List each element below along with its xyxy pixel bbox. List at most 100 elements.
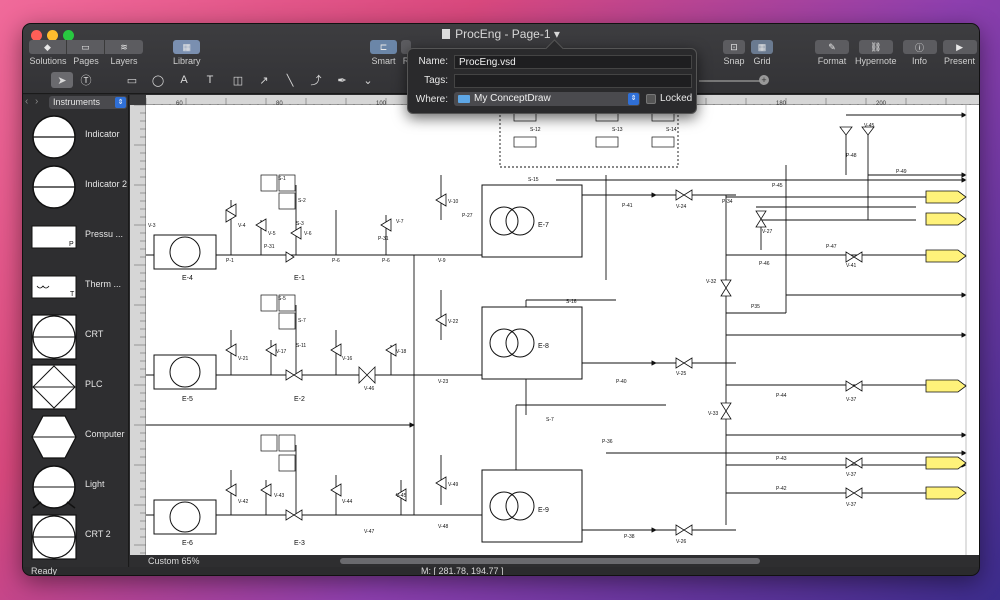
present-icon: ▶ — [942, 40, 977, 54]
library-item-indicator[interactable]: Indicator — [23, 112, 128, 162]
horizontal-scrollbar[interactable]: Custom 65% — [130, 555, 979, 567]
callout-tool-icon[interactable]: ◫ — [232, 74, 244, 87]
valve-label: V-27 — [762, 229, 773, 235]
pipe-label: P-1 — [226, 258, 234, 264]
library-item-computer[interactable]: Computer — [23, 412, 128, 462]
pipe-label: P-31 — [264, 244, 275, 250]
zoom-window-button[interactable] — [63, 30, 74, 41]
library-item-crt-2[interactable]: CRT 2 — [23, 512, 128, 562]
library-item-pressure[interactable]: P Pressu ... — [23, 212, 128, 262]
valve-label: V-41 — [846, 263, 857, 269]
pen-tool-icon[interactable]: ✒ — [337, 74, 347, 87]
indicator-2-shape-icon — [32, 165, 76, 209]
valve-label: V-6 — [304, 231, 312, 237]
library-item-thermometer[interactable]: T Therm ... — [23, 262, 128, 312]
minimize-window-button[interactable] — [47, 30, 58, 41]
library-item-indicator-2[interactable]: Indicator 2 — [23, 162, 128, 212]
valve-label: V-9 — [438, 258, 446, 264]
forward-arrow-icon[interactable]: › — [35, 96, 39, 107]
valve-label: V-37 — [846, 502, 857, 508]
valve-label: V-16 — [342, 356, 353, 362]
present-button[interactable]: ▶Present — [942, 40, 977, 66]
text-select-tool-icon[interactable]: Ⓣ — [80, 75, 92, 87]
back-arrow-icon[interactable]: ‹ — [25, 96, 29, 107]
valve-label: V-37 — [846, 472, 857, 478]
close-window-button[interactable] — [31, 30, 42, 41]
locked-checkbox[interactable] — [646, 94, 656, 104]
zoom-in-icon[interactable]: + — [759, 75, 769, 85]
pipe-label: P-6 — [332, 258, 340, 264]
ruler-label: 60 — [176, 101, 183, 107]
equipment-label-e8: E-8 — [538, 343, 549, 350]
signal-label: S-14 — [666, 127, 677, 133]
document-icon — [442, 29, 451, 39]
crt-2-shape-icon — [31, 514, 77, 560]
valve-label: V-45 — [864, 123, 875, 129]
zoom-slider-track[interactable] — [699, 80, 765, 82]
grid-button[interactable]: ▦Grid — [751, 40, 773, 66]
solutions-button[interactable]: ◆Solutions — [29, 40, 67, 66]
arrow-tool-icon[interactable]: ↗ — [259, 74, 269, 87]
pipe-label: P-40 — [616, 379, 627, 385]
where-select[interactable]: My ConceptDraw⇕ — [454, 92, 640, 106]
valve-label: V-21 — [238, 356, 249, 362]
signal-label: S-16 — [566, 299, 577, 305]
vertical-ruler[interactable] — [130, 104, 146, 555]
hypernote-button[interactable]: ⛓Hypernote — [855, 40, 897, 66]
svg-text:P: P — [69, 241, 74, 248]
library-button[interactable]: ▦Library — [173, 40, 201, 66]
library-item-plc[interactable]: PLC — [23, 362, 128, 412]
document-info-popover: Name: Tags: Where: My ConceptDraw⇕ Locke… — [407, 48, 697, 114]
smart-group: ⊏Smart R — [370, 40, 411, 66]
textbox-tool-icon[interactable]: T — [206, 74, 214, 86]
valve-label: V-45 — [396, 493, 407, 499]
app-window: ProcEng - Page-1 ▾ ◆Solutions ▭Pages ≋La… — [22, 23, 980, 576]
more-tools-icon[interactable]: ⌄ — [363, 74, 373, 87]
library-select[interactable]: Instruments⇕ — [49, 96, 127, 109]
valve-label: V-26 — [676, 539, 687, 545]
tags-field[interactable] — [454, 74, 692, 88]
ruler-label: 200 — [876, 101, 887, 107]
window-title[interactable]: ProcEng - Page-1 ▾ — [23, 27, 979, 41]
valve-label: V-18 — [396, 349, 407, 355]
format-button[interactable]: ✎Format — [815, 40, 849, 66]
equipment-label-e7: E-7 — [538, 222, 549, 229]
pages-button[interactable]: ▭Pages — [67, 40, 105, 66]
layers-button[interactable]: ≋Layers — [105, 40, 143, 66]
valve-label: V-25 — [676, 371, 687, 377]
line-tool-icon[interactable]: ╲ — [286, 74, 294, 87]
where-label: Where: — [415, 94, 448, 105]
status-text: Ready — [31, 566, 58, 576]
solutions-icon: ◆ — [29, 40, 67, 54]
name-field[interactable] — [454, 55, 692, 69]
indicator-shape-icon — [32, 115, 76, 159]
pipe-label: P-34 — [722, 199, 733, 205]
name-label: Name: — [418, 56, 448, 67]
smart-connector-icon: ⊏ — [370, 40, 397, 54]
zoom-level[interactable]: Custom 65% — [148, 556, 200, 566]
locked-label: Locked — [660, 93, 693, 104]
arc-tool-icon[interactable]: ⤴ — [310, 75, 322, 87]
library-item-crt[interactable]: CRT — [23, 312, 128, 362]
scroll-thumb[interactable] — [340, 558, 760, 564]
ellipse-tool-icon[interactable]: ◯ — [151, 74, 165, 87]
valve-label: V-7 — [396, 219, 404, 225]
pipe-label: P-27 — [462, 213, 473, 219]
grid-icon: ▦ — [751, 40, 773, 54]
ruler-label: 100 — [376, 101, 387, 107]
library-item-light[interactable]: Light — [23, 462, 128, 512]
pointer-tool-icon[interactable]: ➤ — [51, 72, 73, 88]
snap-button[interactable]: ⊡Snap — [723, 40, 745, 66]
smart-button[interactable]: ⊏Smart — [370, 40, 397, 66]
equipment-label-e4: E-4 — [182, 275, 193, 282]
snap-icon: ⊡ — [723, 40, 745, 54]
smart-next-button[interactable]: R — [401, 40, 411, 66]
info-icon: ⓘ — [902, 40, 937, 54]
tags-label: Tags: — [424, 75, 448, 86]
pipe-label: P-47 — [826, 244, 837, 250]
text-tool-icon[interactable]: A — [180, 74, 188, 86]
rectangle-tool-icon[interactable]: ▭ — [126, 74, 138, 87]
